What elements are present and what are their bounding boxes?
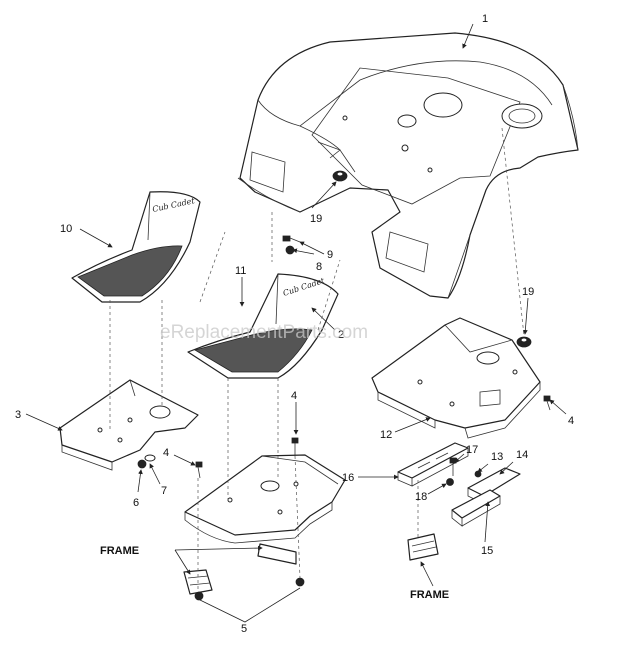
callout-4-right: 4 [568, 415, 574, 427]
nut-18 [446, 478, 454, 486]
alignment-lines [109, 127, 525, 592]
mat-grate-right [193, 328, 313, 373]
callout-18: 18 [415, 491, 427, 503]
nut-5-right [295, 577, 305, 587]
watermark-text: eReplacementParts.com [160, 322, 368, 343]
callout-4-left: 4 [163, 447, 169, 459]
nut-8 [285, 245, 295, 255]
callout-9: 9 [327, 249, 333, 261]
callout-16: 16 [342, 472, 354, 484]
callout-11: 11 [235, 265, 246, 277]
bolt-4-left [195, 461, 203, 479]
callout-2: 2 [338, 329, 344, 341]
nut-5-left [194, 591, 204, 601]
support-plate-left-part [59, 379, 199, 471]
bolt-4-right [543, 395, 551, 411]
grommet-19-right [516, 336, 532, 348]
callout-8: 8 [316, 261, 322, 273]
callout-17: 17 [466, 444, 478, 456]
slotted-rail-part [397, 442, 469, 487]
hood-opening-left [423, 92, 463, 118]
callout-15: 15 [481, 545, 493, 557]
leader-lines [25, 23, 567, 623]
frame-label-left: FRAME [100, 545, 139, 557]
callout-13: 13 [491, 451, 503, 463]
frame-fragment-right [407, 533, 439, 561]
channel-bracket-15-part [451, 489, 501, 527]
callout-4-center: 4 [291, 390, 297, 402]
callout-6: 6 [133, 497, 139, 509]
callout-1: 1 [482, 13, 488, 25]
callout-10: 10 [60, 223, 72, 235]
callout-7: 7 [161, 485, 167, 497]
footrest-mat-left-part: Cub Cadet [71, 191, 201, 303]
callout-14: 14 [516, 449, 528, 461]
callout-12: 12 [380, 429, 392, 441]
washer-7 [144, 454, 156, 462]
floor-plate-right-part [184, 454, 346, 544]
nut-6 [137, 459, 147, 469]
grommet-19-left [332, 170, 348, 182]
bolt-17 [449, 457, 457, 476]
callout-3: 3 [15, 409, 21, 421]
mat-grate-left [77, 245, 183, 297]
hood-opening-right [501, 103, 543, 129]
frame-label-right: FRAME [410, 589, 449, 601]
footrest-mat-right-part: Cub Cadet [187, 273, 339, 379]
bracket-right-part [371, 317, 541, 439]
callout-19-left: 19 [310, 213, 322, 225]
callout-5: 5 [241, 623, 247, 635]
bolt-9 [282, 235, 301, 243]
callout-19-right: 19 [522, 286, 534, 298]
fender-hood-part [237, 32, 579, 299]
frame-stub-center [257, 543, 297, 565]
bolt-4-center [291, 437, 299, 456]
